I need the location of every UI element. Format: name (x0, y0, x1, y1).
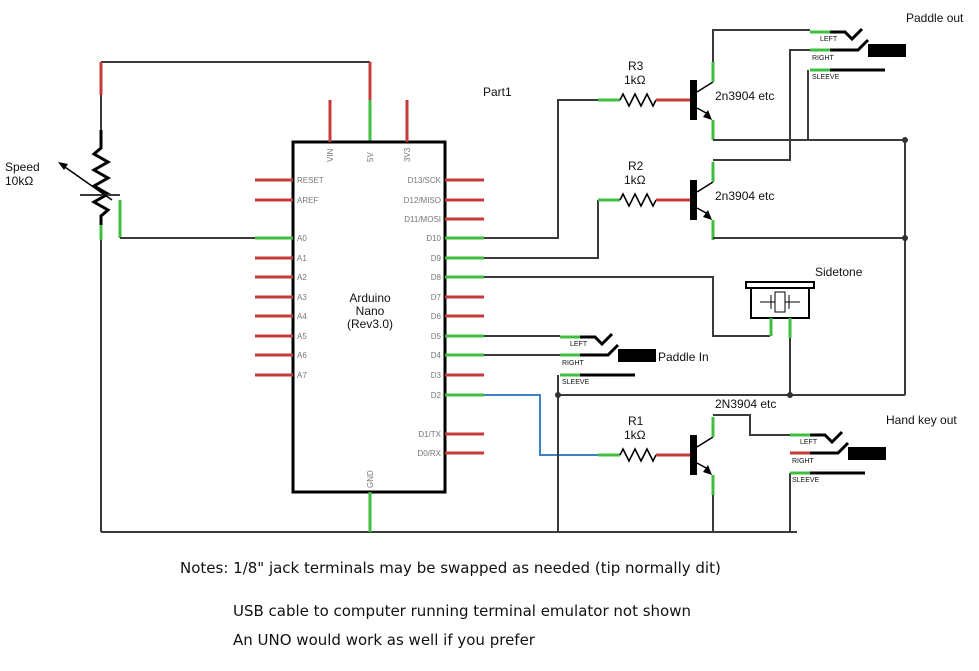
power-wire (99, 61, 372, 142)
pin-label: A6 (297, 351, 307, 360)
d2-wire (484, 394, 598, 456)
ring-spring (580, 343, 620, 357)
transistor-npn: 2n3904 etc (690, 62, 774, 140)
transistor-label: 2N3904 etc (715, 397, 776, 411)
terminal-label: SLEEVE (812, 74, 840, 81)
pin-label: A1 (297, 254, 307, 263)
plug (868, 44, 906, 57)
transistor-label: 2n3904 etc (715, 89, 774, 103)
plug (848, 447, 886, 460)
audio-jack: LEFT RIGHT SLEEVE Paddle In (560, 332, 709, 386)
pin-label: A7 (297, 371, 307, 380)
ring-spring (830, 38, 870, 52)
d10-wire (484, 99, 598, 239)
q-wiring (555, 29, 908, 532)
audio-jack: LEFT RIGHT SLEEVE Hand key out (790, 413, 957, 484)
resistor-value: 1kΩ (624, 428, 646, 442)
pin-label: A3 (297, 293, 307, 302)
tip-spring (580, 332, 614, 347)
sidetone-label: Sidetone (815, 265, 863, 279)
pin-label: 3V3 (403, 147, 412, 162)
nano-name: Nano (356, 304, 385, 318)
transistor-label: 2n3904 etc (715, 189, 774, 203)
d9-wire (484, 200, 599, 259)
transistor-npn: 2N3904 etc (690, 397, 776, 495)
pin-label: RESET (297, 176, 324, 185)
pin-label: D9 (431, 254, 442, 263)
part-label: Part1 (483, 85, 512, 99)
terminal-label: RIGHT (562, 360, 585, 367)
note-line: Notes: 1/8" jack terminals may be swappe… (180, 559, 721, 577)
pin-label: A0 (297, 234, 307, 243)
d8-wire (484, 276, 770, 337)
resistor-name: R2 (628, 159, 644, 173)
note-line: An UNO would work as well if you prefer (233, 631, 536, 649)
resistor-zigzag (619, 447, 657, 463)
pin-label: D6 (431, 312, 442, 321)
terminal-label: RIGHT (792, 458, 815, 465)
base-bar (690, 80, 697, 120)
resistor-value: 1kΩ (624, 173, 646, 187)
tip-spring (810, 430, 844, 445)
terminal-label: LEFT (820, 36, 838, 43)
pot-value: 10kΩ (5, 174, 33, 188)
pin-label: 5V (366, 152, 375, 162)
emitter-arrow (703, 465, 712, 475)
pot-label: Speed (5, 160, 40, 174)
terminal-label: LEFT (570, 341, 588, 348)
terminal-label: SLEEVE (562, 379, 590, 386)
pin-label: D1/TX (418, 430, 441, 439)
base-bar (690, 435, 697, 475)
emitter-arrow (703, 210, 712, 220)
base-bar (690, 180, 697, 220)
pin-label: VIN (326, 148, 335, 162)
plug (618, 349, 656, 362)
potentiometer: Speed 10kΩ (5, 130, 122, 240)
pin-label: D8 (431, 273, 442, 282)
pin-label-gnd: GND (366, 470, 375, 488)
pin-label: D0/RX (417, 449, 441, 458)
collector (696, 81, 714, 93)
note-line: USB cable to computer running terminal e… (233, 602, 691, 620)
terminal-label: RIGHT (812, 55, 835, 62)
pin-label: AREF (297, 196, 318, 205)
jack-title: Paddle In (658, 350, 709, 364)
jack-title: Hand key out (886, 413, 957, 427)
resistor-zigzag (619, 192, 657, 208)
pin-label: A2 (297, 273, 307, 282)
resistor-zigzag (619, 92, 657, 108)
resistor-name: R3 (628, 59, 644, 73)
pin-label: A5 (297, 332, 307, 341)
resistor-name: R1 (628, 414, 644, 428)
tip-spring (830, 27, 864, 42)
terminal-label: LEFT (800, 439, 818, 446)
pin-label: D10 (426, 234, 441, 243)
emitter-arrow (703, 110, 712, 120)
pin-label: D4 (431, 351, 442, 360)
terminal-label: SLEEVE (792, 477, 820, 484)
pin-label: D2 (431, 391, 442, 400)
nano-name: Arduino (349, 291, 391, 305)
pin-label: D3 (431, 371, 442, 380)
ring-spring (810, 441, 850, 455)
transistor-npn: 2n3904 etc (690, 162, 774, 240)
sidetone-buzzer: Sidetone (745, 265, 863, 338)
jack-title: Paddle out (906, 11, 964, 25)
nano-name: (Rev3.0) (347, 317, 393, 331)
pin-label: A4 (297, 312, 307, 321)
pin-label: D12/MISO (404, 196, 441, 205)
pin-label: D11/MOSI (404, 215, 441, 224)
audio-jack: LEFT RIGHT SLEEVE Paddle out (810, 11, 964, 81)
pin-label: D7 (431, 293, 442, 302)
pin-label: D13/SCK (408, 176, 442, 185)
pin-label: D5 (431, 332, 442, 341)
collector (696, 181, 714, 193)
resistor-value: 1kΩ (624, 73, 646, 87)
collector (696, 436, 714, 448)
